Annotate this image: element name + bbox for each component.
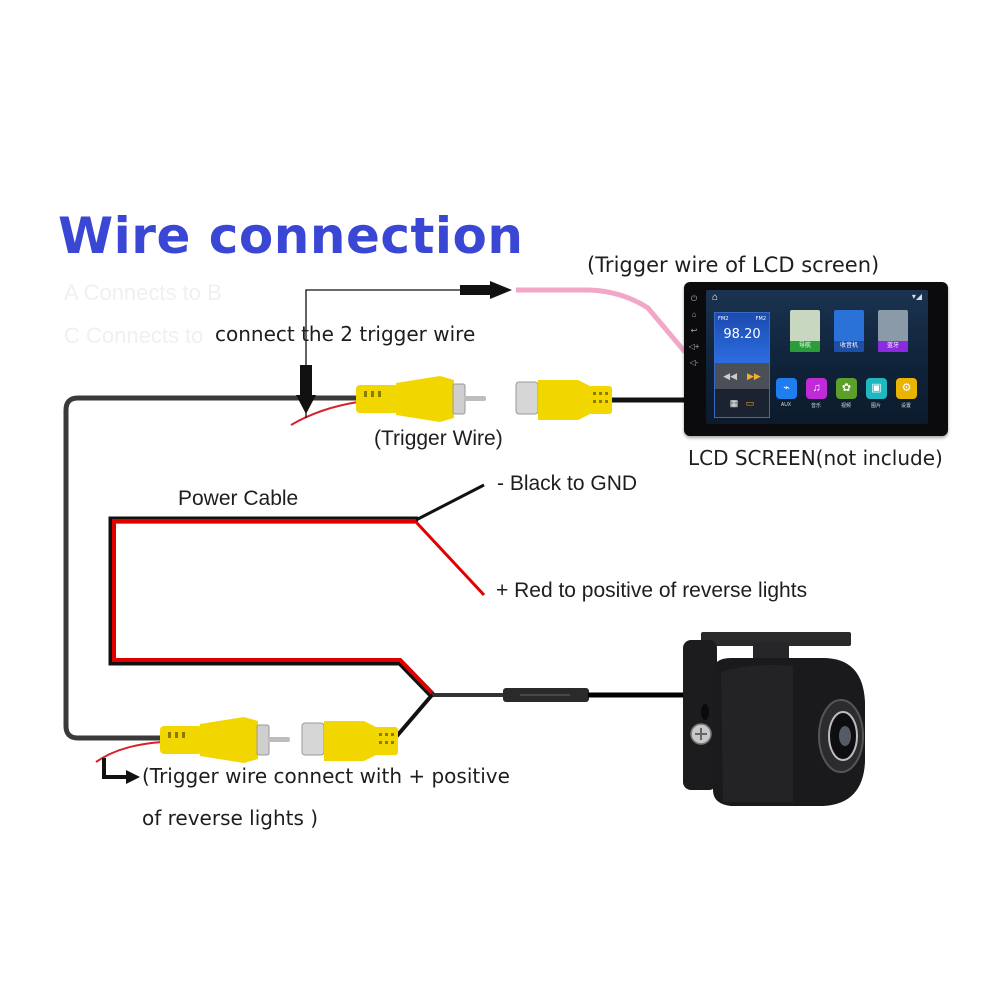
- bent-arrow-icon: [102, 758, 128, 779]
- app-music-label: 音乐: [810, 403, 821, 409]
- power-icon: ⏻: [690, 294, 698, 303]
- app-aux-icon: ⌁: [776, 378, 797, 399]
- volume-down-icon: ◁-: [689, 358, 699, 367]
- power-red-lead: [414, 520, 486, 597]
- radio-band-left: FM2: [718, 316, 729, 322]
- rca-male-top: [356, 376, 486, 422]
- rca-female-top: [515, 380, 612, 420]
- page-title: Wire connection: [58, 207, 524, 265]
- lcd-head-unit: ⏻ ⌂ ↩ ◁+ ◁- ⌂ ▾◢ FM2 FM2 98.20 ◀◀▶▶ ▦ ▭ …: [684, 282, 948, 436]
- home-icon: ⌂: [712, 292, 719, 303]
- radio-widget: FM2 FM2 98.20 ◀◀ ▶▶ ▦ ▭: [714, 312, 770, 418]
- black-gnd-label: - Black to GND: [497, 472, 638, 495]
- reverse-camera: [683, 632, 865, 806]
- rca-female-bottom: [301, 721, 398, 761]
- rca-male-bottom: [160, 717, 290, 763]
- app-settings-icon: ⚙: [896, 378, 917, 399]
- signal-icon: ▾◢: [911, 292, 922, 301]
- arrow-down-icon: [296, 365, 316, 414]
- power-cable: [112, 519, 434, 695]
- trigger-wire-label: (Trigger Wire): [374, 427, 503, 450]
- app-video-icon: ✿: [836, 378, 857, 399]
- power-black-lead: [415, 483, 485, 522]
- connect-trigger-label: connect the 2 trigger wire: [215, 322, 476, 346]
- lcd-trigger-label: (Trigger wire of LCD screen): [587, 253, 880, 277]
- ghost-text-a: A Connects to B: [64, 280, 222, 305]
- radio-frequency: 98.20: [723, 327, 761, 342]
- app-music-icon: ♫: [806, 378, 827, 399]
- trigger-wire-red-top: [290, 401, 359, 426]
- trigger-wire-red-bottom: [95, 741, 163, 763]
- arrow-right-icon: [460, 281, 512, 299]
- volume-up-icon: ◁+: [688, 342, 700, 351]
- back-icon: ↩: [690, 326, 698, 335]
- extension-cable: [63, 395, 360, 741]
- camera-to-rca-black: [394, 693, 434, 739]
- app-aux-label: AUX: [780, 402, 792, 408]
- trigger-positive-label-line2: of reverse lights ): [142, 806, 319, 830]
- lcd-screen-label: LCD SCREEN(not include): [688, 446, 943, 470]
- ghost-text-c: C Connects to: [64, 323, 204, 348]
- prev-icon: ◀◀: [723, 371, 737, 381]
- app-photos-label: 图片: [870, 403, 881, 409]
- home-side-icon: ⌂: [691, 310, 697, 319]
- window-icon: ▭: [745, 398, 755, 408]
- tile-bluetooth: 蓝牙: [878, 310, 908, 352]
- apps-grid-icon: ▦: [729, 398, 739, 408]
- next-icon: ▶▶: [747, 371, 761, 381]
- lcd-trigger-wire: [516, 287, 687, 354]
- trigger-positive-label-line1: (Trigger wire connect with + positive: [142, 764, 510, 788]
- tile-navigation: 导航: [790, 310, 820, 352]
- app-settings-label: 设置: [900, 403, 911, 409]
- lcd-display: ⌂ ▾◢ FM2 FM2 98.20 ◀◀▶▶ ▦ ▭ 导航 收音机 蓝牙 ⌁ …: [706, 290, 928, 424]
- app-photos-icon: ▣: [866, 378, 887, 399]
- power-cable-label: Power Cable: [178, 487, 299, 510]
- red-positive-label: + Red to positive of reverse lights: [496, 579, 808, 602]
- radio-band-right: FM2: [755, 316, 766, 322]
- tile-radio: 收音机: [834, 310, 864, 352]
- app-video-label: 视频: [840, 403, 851, 409]
